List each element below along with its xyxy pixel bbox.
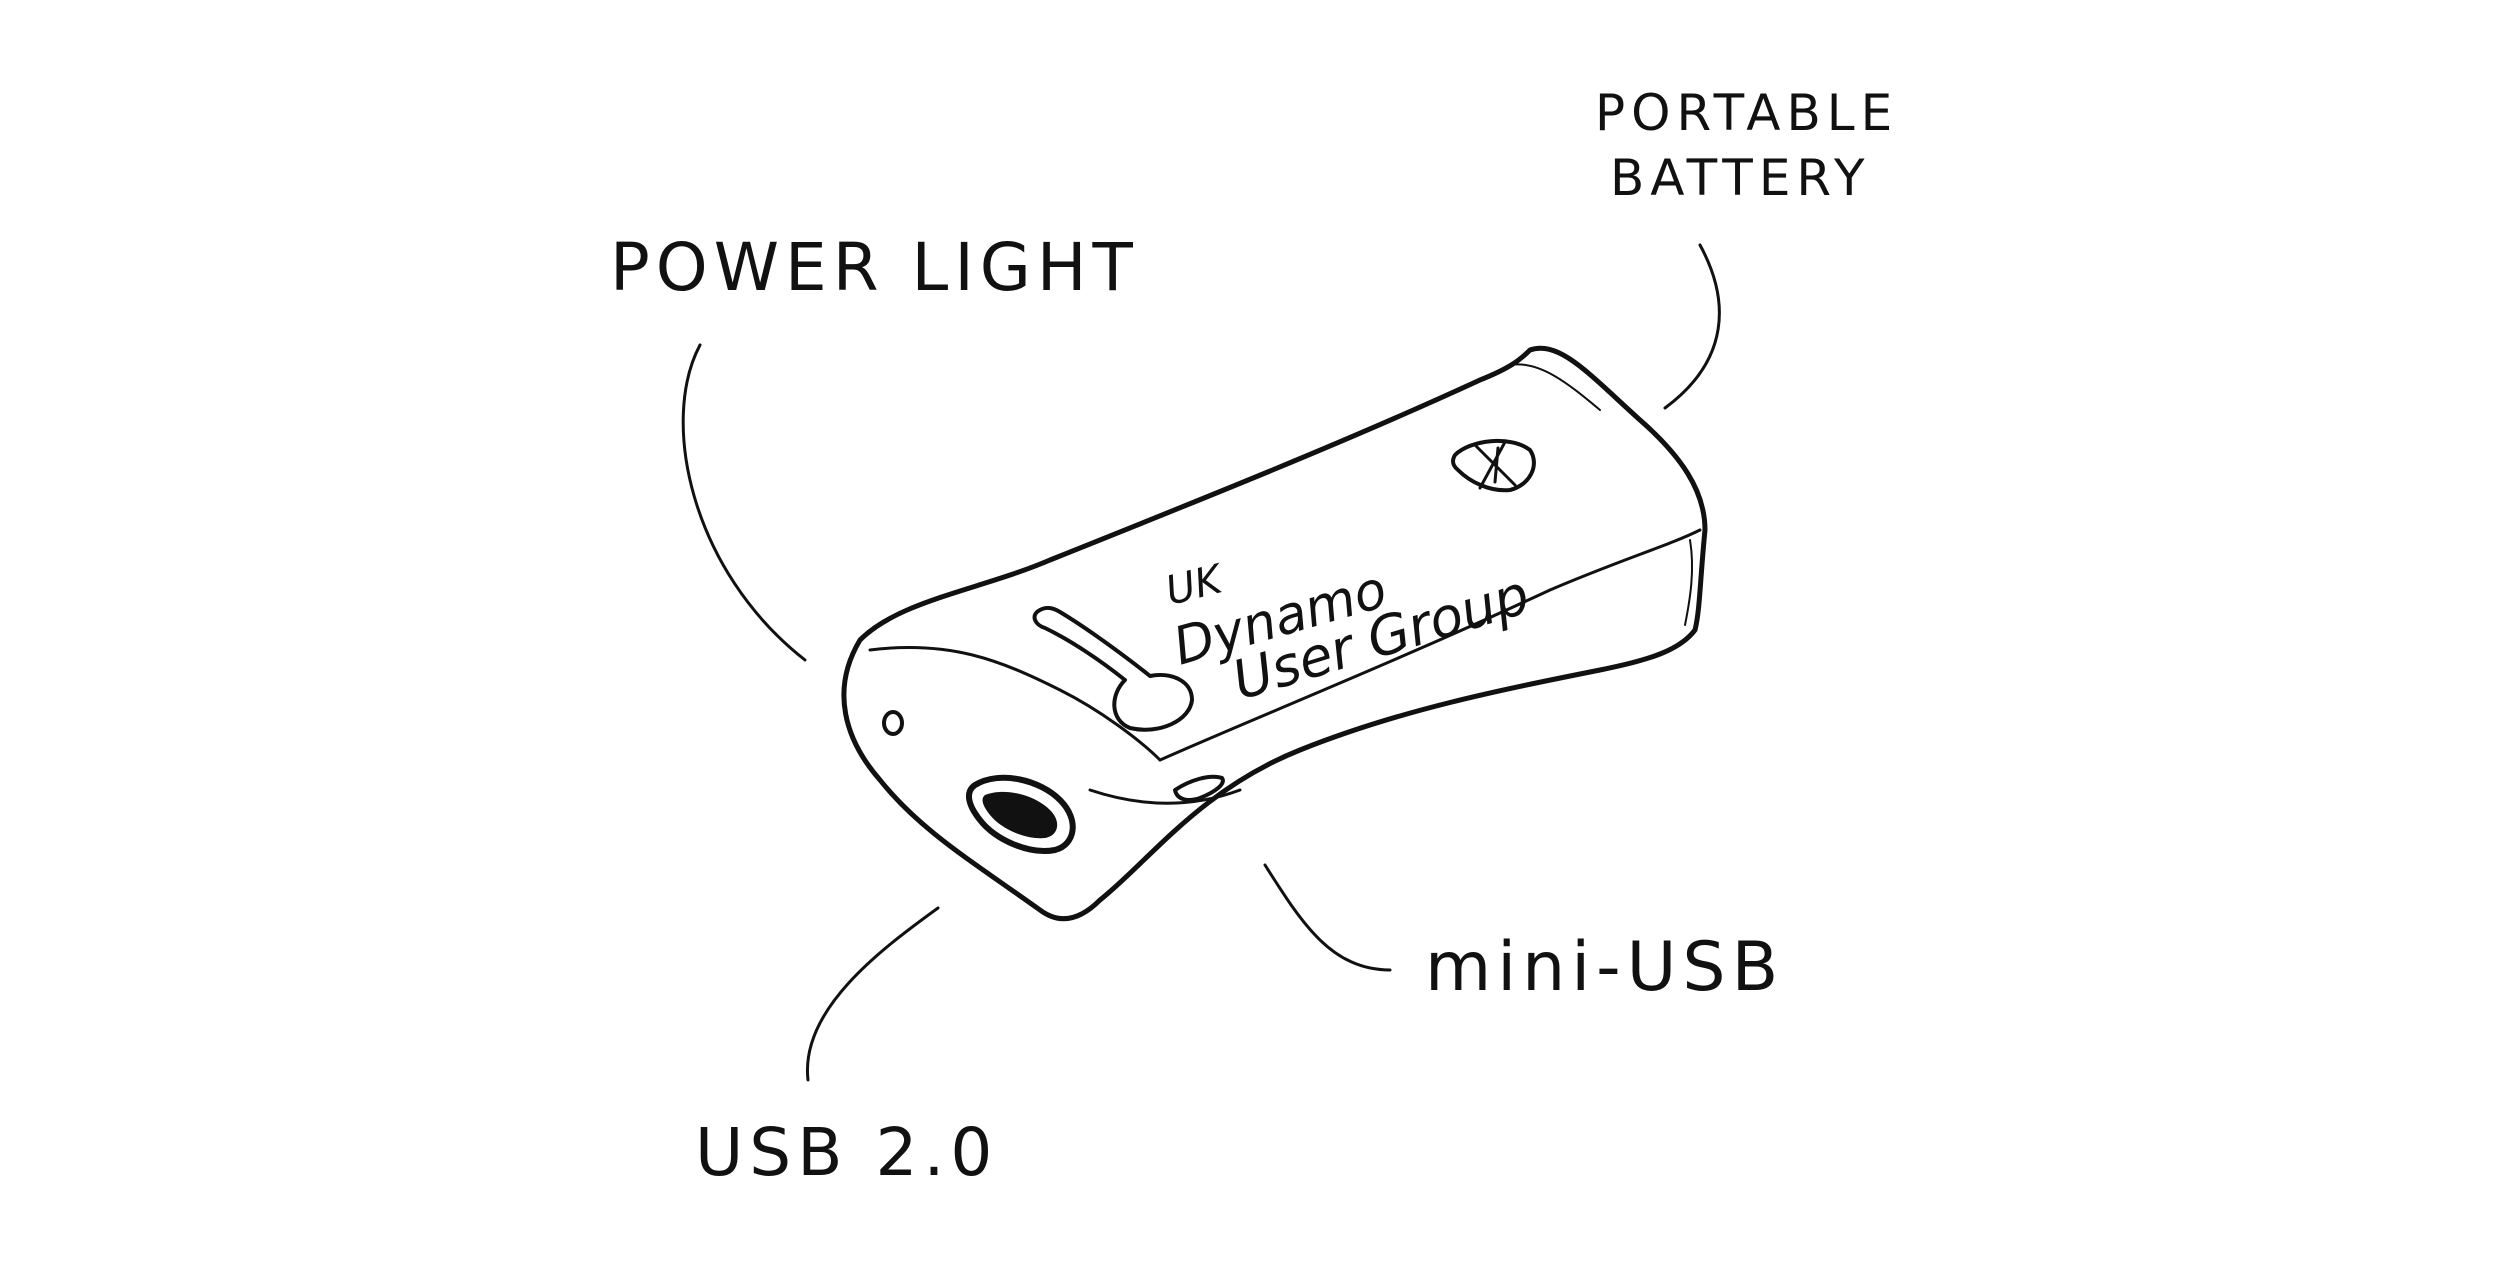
label-power-light: POWER LIGHT: [610, 229, 1139, 306]
device-branding-text: UK Dynamo User Group: [1161, 556, 1536, 712]
leader-portable-battery: [1663, 243, 1721, 410]
dynamo-logo-icon: [1451, 438, 1536, 493]
usb-2-port-fill: [982, 791, 1058, 839]
callout-labels: PORTABLE BATTERY POWER LIGHT USB 2.0 min…: [610, 84, 1898, 1191]
leader-lines: [681, 243, 1721, 1082]
mini-usb-port: [1173, 774, 1225, 802]
label-mini-usb: mini-USB: [1425, 928, 1784, 1007]
leader-mini-usb: [1263, 863, 1392, 972]
leader-power-light: [681, 343, 807, 662]
battery-body: [841, 345, 1708, 922]
label-portable-battery-line2: BATTERY: [1610, 149, 1871, 207]
key-icon: [1032, 605, 1194, 732]
power-light-indicator: [882, 710, 904, 736]
label-portable-battery-line1: PORTABLE: [1595, 84, 1898, 142]
leader-usb-2: [806, 906, 940, 1082]
usb-2-port: [966, 774, 1076, 854]
label-usb-2: USB 2.0: [695, 1114, 998, 1191]
